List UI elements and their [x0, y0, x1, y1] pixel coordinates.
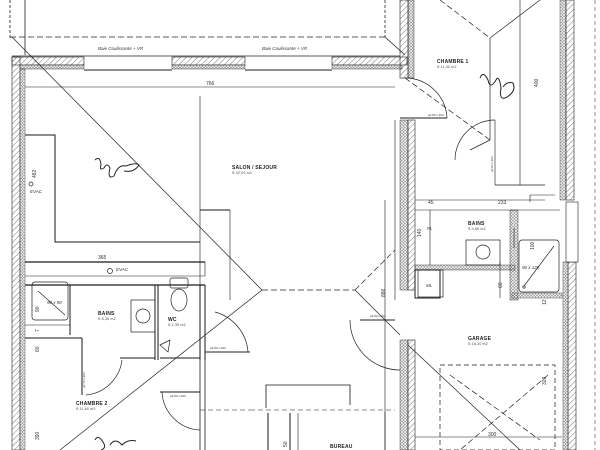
- placard-label: PL: [427, 226, 433, 231]
- door-label-chambre-1-inner: pd 83 x 204: [490, 156, 494, 172]
- terrace-outline: [9, 0, 406, 57]
- opening-label-baie-2: Baie Coulissante + VR: [262, 46, 308, 51]
- dimension-salon-width: 766: [206, 81, 215, 87]
- room-area: S:11,00 m2: [437, 65, 457, 69]
- door-swings: [85, 77, 496, 431]
- dimension-garage-h1: 60: [498, 282, 504, 288]
- dimension-bains1-h3: 60: [35, 346, 41, 352]
- room-label-chambre-2: CHAMBRE 2 S:11,60 m2: [76, 402, 108, 412]
- shower-size-label-2: 90 x 120: [522, 265, 540, 270]
- exterior-walls: [11, 0, 596, 450]
- room-area: S:4,66 m2: [468, 227, 486, 231]
- interior-walls: [25, 0, 563, 450]
- door-label-chambre-1: pd 83 x 204: [428, 113, 444, 117]
- room-name: BAINS: [98, 311, 115, 317]
- dimension-bureau-height: 50: [283, 441, 289, 447]
- shower-size-label-1: 90 x 90: [47, 300, 62, 305]
- dimension-garage-car-width: 300: [488, 432, 497, 438]
- room-label-salon: SALON / SEJOUR S:42,00 m2: [232, 166, 277, 176]
- dimension-shower2-height: 100: [530, 241, 536, 250]
- dimension-bains2-height: 140: [417, 228, 423, 237]
- dimension-bains2-w2: 233: [498, 200, 507, 206]
- dimension-bains2-w1: 45: [428, 200, 434, 206]
- door-label-garage: pd 83 x 204: [370, 314, 386, 318]
- door-label-chambre-2b: pd 83 x 204: [170, 394, 186, 398]
- room-area: S:5,36 m2: [98, 317, 116, 321]
- dimension-garage-car-height: 320: [542, 376, 548, 385]
- dimension-evac-height: 482: [32, 169, 38, 178]
- handwritten-marks: [94, 74, 515, 450]
- room-label-chambre-1: CHAMBRE 1 S:11,00 m2: [437, 60, 469, 70]
- ml-label: ML: [426, 283, 433, 288]
- door-label-hall: pd 83 x 204: [210, 346, 226, 350]
- room-label-wc: WC S:1,35 m2: [168, 318, 186, 328]
- room-area: S:1,35 m2: [168, 323, 186, 327]
- dimension-chambre2-height: 390: [35, 431, 41, 440]
- room-label-bains-2: BAINS S:4,66 m2: [468, 222, 486, 232]
- evac-label-kitchen: EVAC: [30, 189, 43, 194]
- room-name: BAINS: [468, 221, 485, 227]
- room-name: GARAGE: [468, 336, 492, 342]
- room-area: S:11,60 m2: [76, 407, 96, 411]
- room-name: WC: [168, 317, 177, 323]
- dimension-bains1-h1: 90: [35, 306, 41, 312]
- dimension-hall-height: 886: [381, 288, 387, 297]
- room-name: CHAMBRE 1: [437, 59, 469, 65]
- dimension-chambre1-height: 400: [534, 78, 540, 87]
- room-name: BUREAU: [330, 444, 353, 450]
- opening-label-baie-1: Baie Coulissante + VR: [98, 46, 144, 51]
- room-label-garage: GARAGE S:16,30 m2: [468, 337, 491, 347]
- dimension-garage-h2: 12: [542, 299, 548, 305]
- door-label-chambre-2: pd 73 x 204: [82, 372, 86, 388]
- room-area: S:42,00 m2: [232, 171, 252, 175]
- fixtures: [28, 181, 560, 353]
- room-name: CHAMBRE 2: [76, 401, 108, 407]
- room-label-bureau: BUREAU: [330, 445, 353, 450]
- dimension-bains1-h2: 7: [35, 329, 41, 332]
- room-area: S:16,30 m2: [468, 342, 488, 346]
- dimension-corridor-width: 365: [98, 255, 107, 261]
- room-label-bains-1: BAINS S:5,36 m2: [98, 312, 116, 322]
- evac-label-corridor: EVAC: [116, 267, 129, 272]
- room-name: SALON / SEJOUR: [232, 165, 278, 171]
